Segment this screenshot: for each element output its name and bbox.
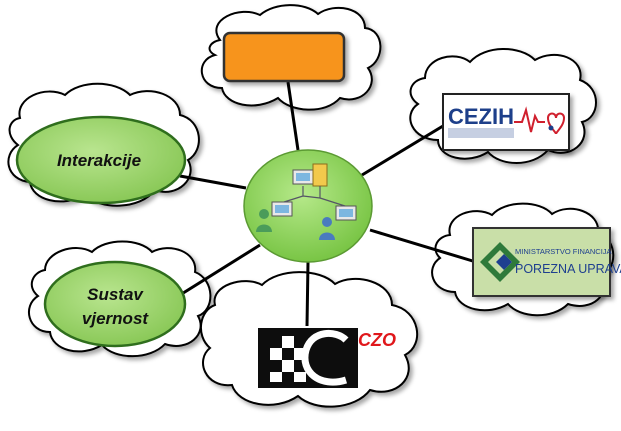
connector-sustav bbox=[179, 243, 261, 297]
interakcije-label: Interakcije bbox=[57, 151, 141, 170]
connector-interakcije bbox=[179, 174, 247, 190]
network-computers-icon bbox=[256, 163, 357, 240]
orange-box bbox=[222, 31, 346, 83]
heart-icon bbox=[546, 112, 566, 135]
heartbeat-icon bbox=[514, 106, 545, 133]
porezna-uprava-logo[interactable]: MINISTARSTVO FINANCIJA POREZNA UPRAVA bbox=[472, 227, 621, 297]
czo-cross-icon bbox=[270, 336, 306, 382]
czo-logo[interactable]: CZO bbox=[258, 328, 396, 388]
sustav-label-line1: Sustav bbox=[87, 285, 144, 304]
cezih-reflection bbox=[448, 128, 514, 138]
connector-lines bbox=[179, 81, 477, 327]
connector-czo bbox=[305, 261, 310, 327]
central-hub[interactable] bbox=[243, 149, 373, 263]
cezih-logo-text: CEZIH bbox=[448, 104, 514, 129]
porezna-emblem-icon bbox=[480, 242, 520, 282]
connector-top bbox=[286, 81, 300, 151]
sustav-label-line2: vjernost bbox=[82, 309, 149, 328]
porezna-line2: POREZNA UPRAVA bbox=[515, 262, 621, 276]
porezna-line1: MINISTARSTVO FINANCIJA bbox=[515, 247, 612, 256]
connector-cezih bbox=[361, 124, 444, 177]
sustav-node[interactable]: Sustav vjernost bbox=[43, 260, 187, 348]
connector-porezna bbox=[369, 228, 477, 264]
cezih-logo[interactable]: CEZIH bbox=[442, 93, 570, 151]
czo-label: CZO bbox=[358, 330, 396, 350]
interakcije-node[interactable]: Interakcije bbox=[15, 115, 187, 205]
czo-c-letter bbox=[301, 329, 349, 386]
